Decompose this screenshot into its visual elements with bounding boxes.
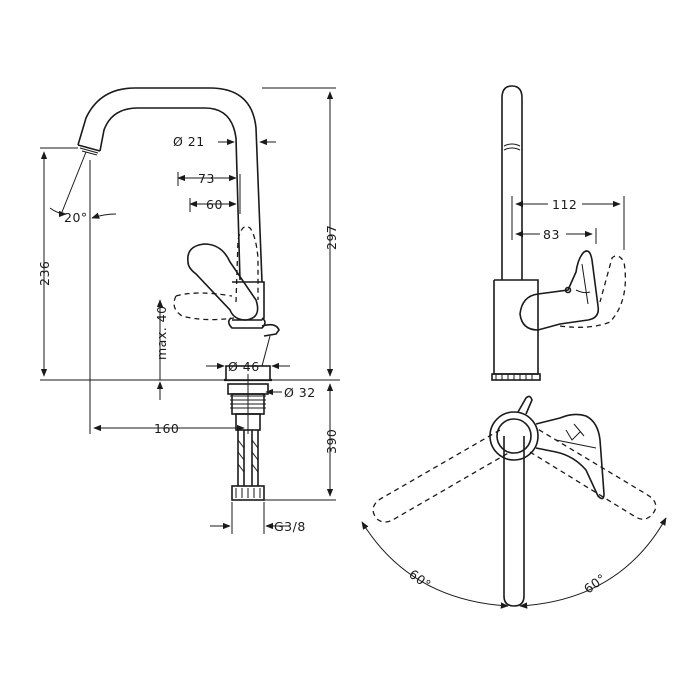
top-spout bbox=[503, 436, 525, 607]
lever-dashed-back bbox=[173, 292, 235, 321]
side-lever bbox=[519, 250, 600, 331]
lever-handle bbox=[187, 243, 259, 321]
arc-60-left bbox=[361, 521, 509, 609]
side-spout-aerator bbox=[503, 143, 521, 151]
label-angle-right: 60° bbox=[581, 570, 609, 596]
label-angle-20: 20° bbox=[64, 210, 88, 225]
label-160: 160 bbox=[154, 421, 179, 436]
dim-83-bg bbox=[540, 226, 566, 242]
top-lever bbox=[535, 413, 605, 500]
label-73: 73 bbox=[198, 171, 215, 186]
label-angle-left: 60° bbox=[406, 566, 434, 592]
top-pop-up bbox=[517, 395, 533, 415]
side-lever-screw bbox=[564, 286, 572, 294]
label-d21: Ø 21 bbox=[173, 134, 205, 149]
top-view: 60° 60° bbox=[361, 395, 667, 609]
spout-dashed-right bbox=[529, 427, 657, 520]
arc-60-right bbox=[519, 517, 667, 609]
side-view: 112 83 bbox=[491, 85, 627, 381]
front-view: Ø 21 73 60 20° 236 297 max. 40 Ø 46 Ø 32… bbox=[37, 87, 340, 534]
label-d32: Ø 32 bbox=[284, 385, 316, 400]
spout-outer bbox=[77, 87, 263, 283]
hose-connector bbox=[231, 485, 265, 501]
side-base-hatch bbox=[495, 374, 533, 380]
side-lever-detail bbox=[575, 263, 591, 305]
side-base bbox=[491, 373, 541, 381]
label-390: 390 bbox=[324, 429, 339, 454]
label-236: 236 bbox=[37, 261, 52, 286]
spout-inner bbox=[99, 107, 241, 281]
connector-knurl bbox=[235, 488, 261, 498]
body-collar bbox=[227, 317, 266, 329]
angle-20-ray bbox=[61, 151, 87, 213]
top-body-inner bbox=[496, 418, 532, 454]
label-297: 297 bbox=[324, 225, 339, 250]
pop-up-knob bbox=[261, 323, 280, 337]
spout-aerator bbox=[79, 147, 99, 156]
side-spout bbox=[501, 85, 523, 280]
lever-dashed-up bbox=[235, 225, 259, 303]
dim-112-bg bbox=[548, 196, 582, 212]
pop-up-rod bbox=[261, 335, 271, 367]
label-112: 112 bbox=[552, 197, 577, 212]
label-83: 83 bbox=[543, 227, 560, 242]
side-body bbox=[493, 279, 539, 375]
spout-tip bbox=[77, 144, 101, 152]
supply-hoses bbox=[237, 430, 259, 486]
top-lever-detail bbox=[565, 423, 585, 441]
side-lever-dashed bbox=[559, 255, 627, 328]
label-60: 60 bbox=[206, 197, 223, 212]
angle-20-arc-right bbox=[91, 212, 117, 219]
spout-dashed-left bbox=[372, 429, 511, 523]
label-thread: G3/8 bbox=[274, 519, 306, 534]
hose-braiding bbox=[237, 439, 259, 473]
ext-thread bbox=[231, 502, 265, 534]
label-max40: max. 40 bbox=[154, 305, 169, 360]
label-d46: Ø 46 bbox=[228, 359, 260, 374]
angle-20-arc-left bbox=[49, 207, 67, 218]
top-lever-edge bbox=[555, 439, 597, 449]
